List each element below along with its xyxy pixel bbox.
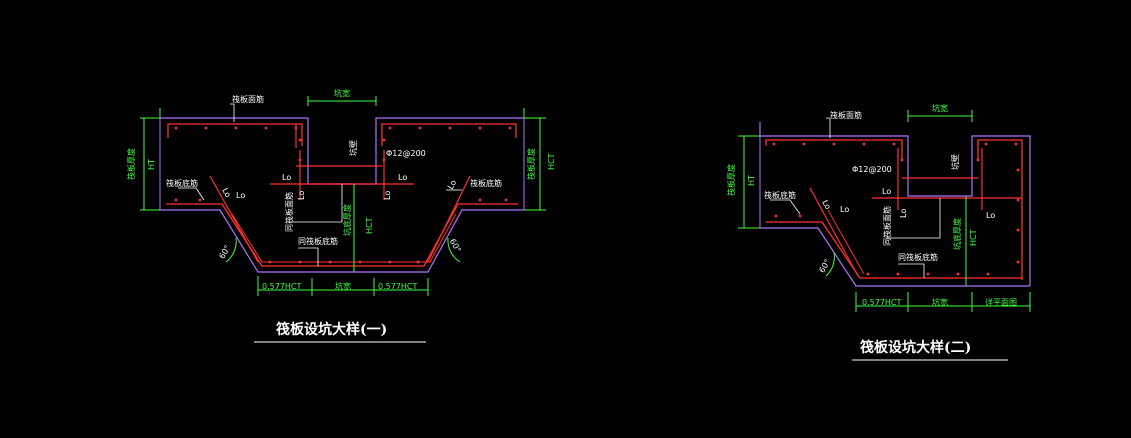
detail-1-bottom-rebar (166, 203, 518, 267)
detail-2-lo-2: Lo (882, 187, 891, 196)
detail-1-dim-right-h: HCT (547, 153, 556, 170)
detail-2-dim-left-text: 筏板厚度 (726, 164, 736, 196)
detail-1-label-pit-face: 同筏板面筋 (284, 192, 294, 232)
detail-2-label-spec: Φ12@200 (852, 165, 892, 174)
detail-1-title: 筏板设坑大样(一) (276, 321, 387, 338)
detail-1-bottom-outline (160, 209, 524, 273)
detail-2-dim-pit-width: 坑宽 (932, 103, 948, 113)
detail-1-dim-mid-h: HCT (365, 217, 374, 234)
detail-2-label-bottom-rebar: 筏板底筋 (764, 190, 796, 200)
detail-2-leaders (770, 117, 941, 278)
detail-2-outline (759, 122, 1031, 286)
detail-2-dims (738, 110, 1031, 312)
detail-1-top-rebar-left (167, 123, 303, 146)
detail-2-label-top-rebar: 筏板面筋 (830, 110, 862, 120)
detail-2-dim-bottom-right: 详平面图 (985, 297, 1017, 307)
detail-2-dim-bottom-mid: 坑宽 (932, 297, 948, 307)
detail-2-label-pit-side: 坑壁 (950, 154, 960, 170)
detail-1-dim-left-h: HT (147, 159, 156, 170)
detail-1-label-spec: Φ12@200 (386, 149, 426, 158)
detail-2: 坑宽 筏板面筋 HT 筏板厚度 HCT 坑底厚度 坑壁 Φ12@200 筏板底筋… (726, 103, 1031, 361)
detail-2-lo-1: Lo (840, 205, 849, 214)
detail-2-bottom-outline (760, 227, 1030, 287)
detail-2-bar-dots (772, 142, 1020, 276)
detail-2-title: 筏板设坑大样(二) (860, 339, 971, 356)
detail-1-bar-dots (174, 126, 512, 264)
detail-2-dim-left-h: HT (747, 175, 756, 186)
detail-1-top-rebar-right (381, 123, 517, 146)
detail-1-label-right-bottom: 筏板底筋 (470, 178, 502, 188)
detail-2-dim-right-h: HCT (969, 229, 978, 246)
detail-2-label-pit-bottom: 同筏板底筋 (898, 252, 938, 262)
detail-1-lo-7: Lo (446, 178, 458, 191)
detail-1-lo-2: Lo (282, 173, 291, 182)
detail-2-right-rebar (977, 139, 1023, 280)
detail-1-label-top-rebar: 筏板面筋 (232, 94, 264, 104)
detail-1-lo-1: Lo (236, 191, 245, 200)
detail-2-dim-right-text: 坑底厚度 (952, 218, 962, 250)
detail-2-top-rebar (765, 139, 903, 160)
detail-1-dims (140, 96, 546, 296)
detail-1-angle-right: 60° (448, 237, 463, 254)
detail-1-dim-right-text: 筏板厚度 (526, 148, 536, 180)
detail-2-dim-bottom-left: 0.577HCT (862, 298, 902, 307)
detail-1-lo-6: Lo (220, 187, 232, 200)
detail-2-lo-3: Lo (899, 209, 908, 218)
detail-1-label-pit-side: 坑壁 (348, 140, 358, 156)
detail-1-dim-mid-text: 坑底厚度 (342, 204, 352, 236)
detail-1-label-pit-bottom: 同筏板底筋 (298, 236, 338, 246)
detail-1-dim-left-text: 筏板厚度 (126, 148, 136, 180)
detail-1-outline (160, 117, 524, 185)
detail-1-dim-pit-width: 坑宽 (334, 88, 350, 98)
detail-2-label-pit-face: 同筏板面筋 (882, 206, 892, 246)
detail-1-dim-bottom-mid: 坑宽 (335, 281, 351, 291)
detail-2-bottom-rebar (766, 221, 1022, 279)
detail-1-dim-bottom-left: 0.577HCT (262, 282, 302, 291)
detail-1-dim-bottom-right: 0.577HCT (378, 282, 418, 291)
detail-1-lo-4: Lo (297, 191, 306, 200)
detail-2-lo-4: Lo (986, 211, 995, 220)
detail-1-lo-5: Lo (383, 191, 392, 200)
detail-1: 坑宽 筏板面筋 HT 筏板厚度 HCT 筏板厚度 HCT 坑底厚度 坑壁 Φ12… (126, 88, 556, 343)
detail-2-lo-5: Lo (820, 199, 832, 212)
detail-1-leaders (178, 103, 462, 266)
detail-1-lo-3: Lo (398, 173, 407, 182)
detail-1-label-bottom-rebar: 筏板底筋 (166, 178, 198, 188)
